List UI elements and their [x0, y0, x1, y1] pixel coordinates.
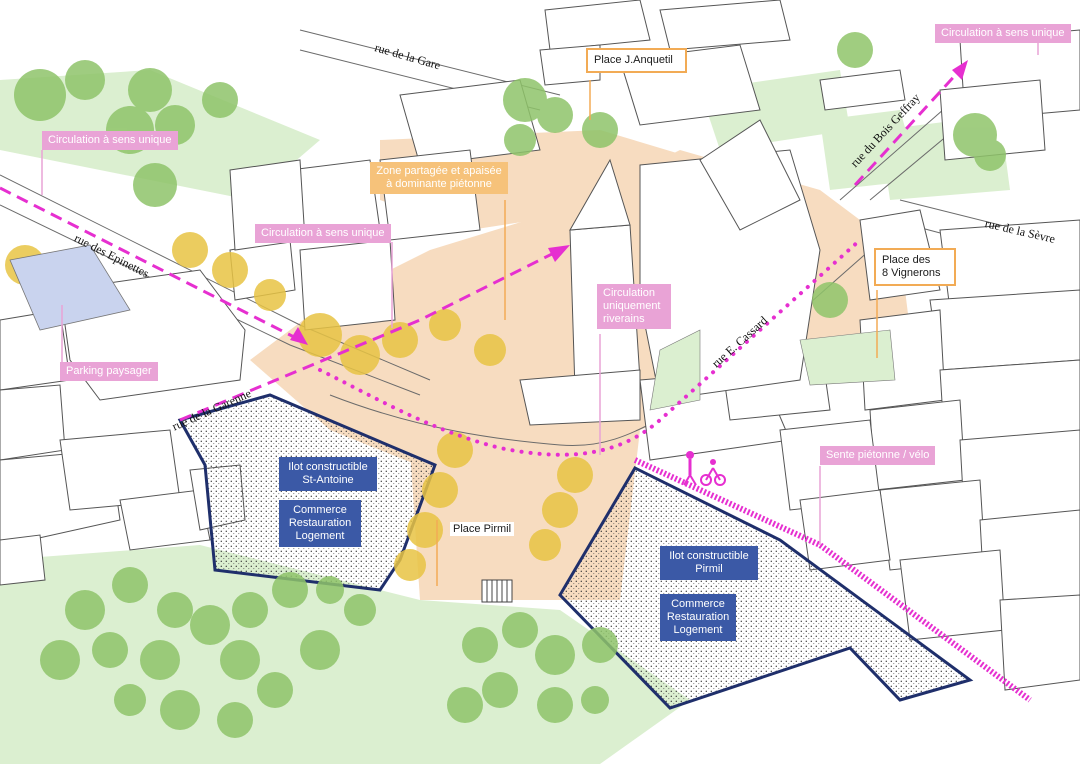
callout-one-way-west: Circulation à sens unique — [42, 131, 178, 150]
one-way-arrows — [0, 68, 962, 422]
lot-st-antoine-use-3: Logement — [295, 530, 345, 542]
lot-st-antoine-title: Ilot constructible St-Antoine — [279, 457, 377, 491]
callout-pedestrian-path-text: Sente piétonne / vélo — [826, 449, 930, 461]
place-label-vignerons-line-1: Place des — [882, 254, 931, 266]
lot-st-antoine-use-1: Commerce — [293, 504, 347, 516]
arrow-heads — [290, 60, 968, 345]
lot-pirmil-use-2: Restauration — [666, 611, 730, 623]
callout-residents-line-2: uniquement — [603, 300, 661, 312]
gate — [481, 579, 513, 603]
lot-pirmil-title-line-2: Pirmil — [695, 563, 723, 575]
lot-st-antoine-use-2: Restauration — [288, 517, 352, 529]
pedestrian-cycle-path — [633, 457, 1032, 703]
callout-one-way-west-text: Circulation à sens unique — [48, 134, 172, 146]
place-label-anquetil-text: Place J.Anquetil — [594, 54, 673, 66]
callout-shared-zone-line-1: Zone partagée et apaisée — [376, 165, 502, 177]
lot-st-antoine-title-line-1: Ilot constructible — [288, 461, 368, 473]
lot-pirmil-use-3: Logement — [673, 624, 723, 636]
callout-one-way-center: Circulation à sens unique — [255, 224, 391, 243]
buildable-lots — [177, 393, 974, 710]
callout-parking: Parking paysager — [60, 362, 158, 381]
callout-parking-text: Parking paysager — [66, 365, 152, 377]
place-label-pirmil: Place Pirmil — [450, 522, 515, 536]
lot-st-antoine-title-line-2: St-Antoine — [302, 474, 354, 486]
callout-one-way-east-text: Circulation à sens unique — [941, 27, 1065, 39]
place-label-vignerons-line-2: 8 Vignerons — [882, 267, 941, 279]
lot-st-antoine-shape — [177, 393, 437, 592]
lot-pirmil-title: Ilot constructible Pirmil — [660, 546, 758, 580]
lawns — [649, 329, 896, 411]
leader-lines — [41, 42, 1039, 586]
callout-residents-line-1: Circulation — [603, 287, 655, 299]
pedestrian-bike-icon — [683, 451, 726, 486]
callout-pedestrian-path: Sente piétonne / vélo — [820, 446, 936, 465]
lot-st-antoine-uses: Commerce Restauration Logement — [279, 500, 361, 547]
lot-pirmil-title-line-1: Ilot constructible — [669, 550, 749, 562]
lot-pirmil-use-1: Commerce — [671, 598, 725, 610]
callout-shared-zone-line-2: à dominante piétonne — [386, 178, 492, 190]
callout-residents-only: Circulation uniquement riverains — [597, 284, 671, 329]
parking-area — [9, 244, 131, 331]
callout-shared-zone: Zone partagée et apaisée à dominante pié… — [370, 162, 508, 194]
place-label-anquetil: Place J.Anquetil — [586, 48, 687, 73]
lot-pirmil-uses: Commerce Restauration Logement — [660, 594, 736, 641]
callout-one-way-center-text: Circulation à sens unique — [261, 227, 385, 239]
lot-pirmil-shape — [558, 466, 974, 710]
callout-one-way-east: Circulation à sens unique — [935, 24, 1071, 43]
place-label-vignerons: Place des 8 Vignerons — [874, 248, 956, 286]
place-label-pirmil-text: Place Pirmil — [453, 523, 512, 535]
callout-residents-line-3: riverains — [603, 313, 645, 325]
